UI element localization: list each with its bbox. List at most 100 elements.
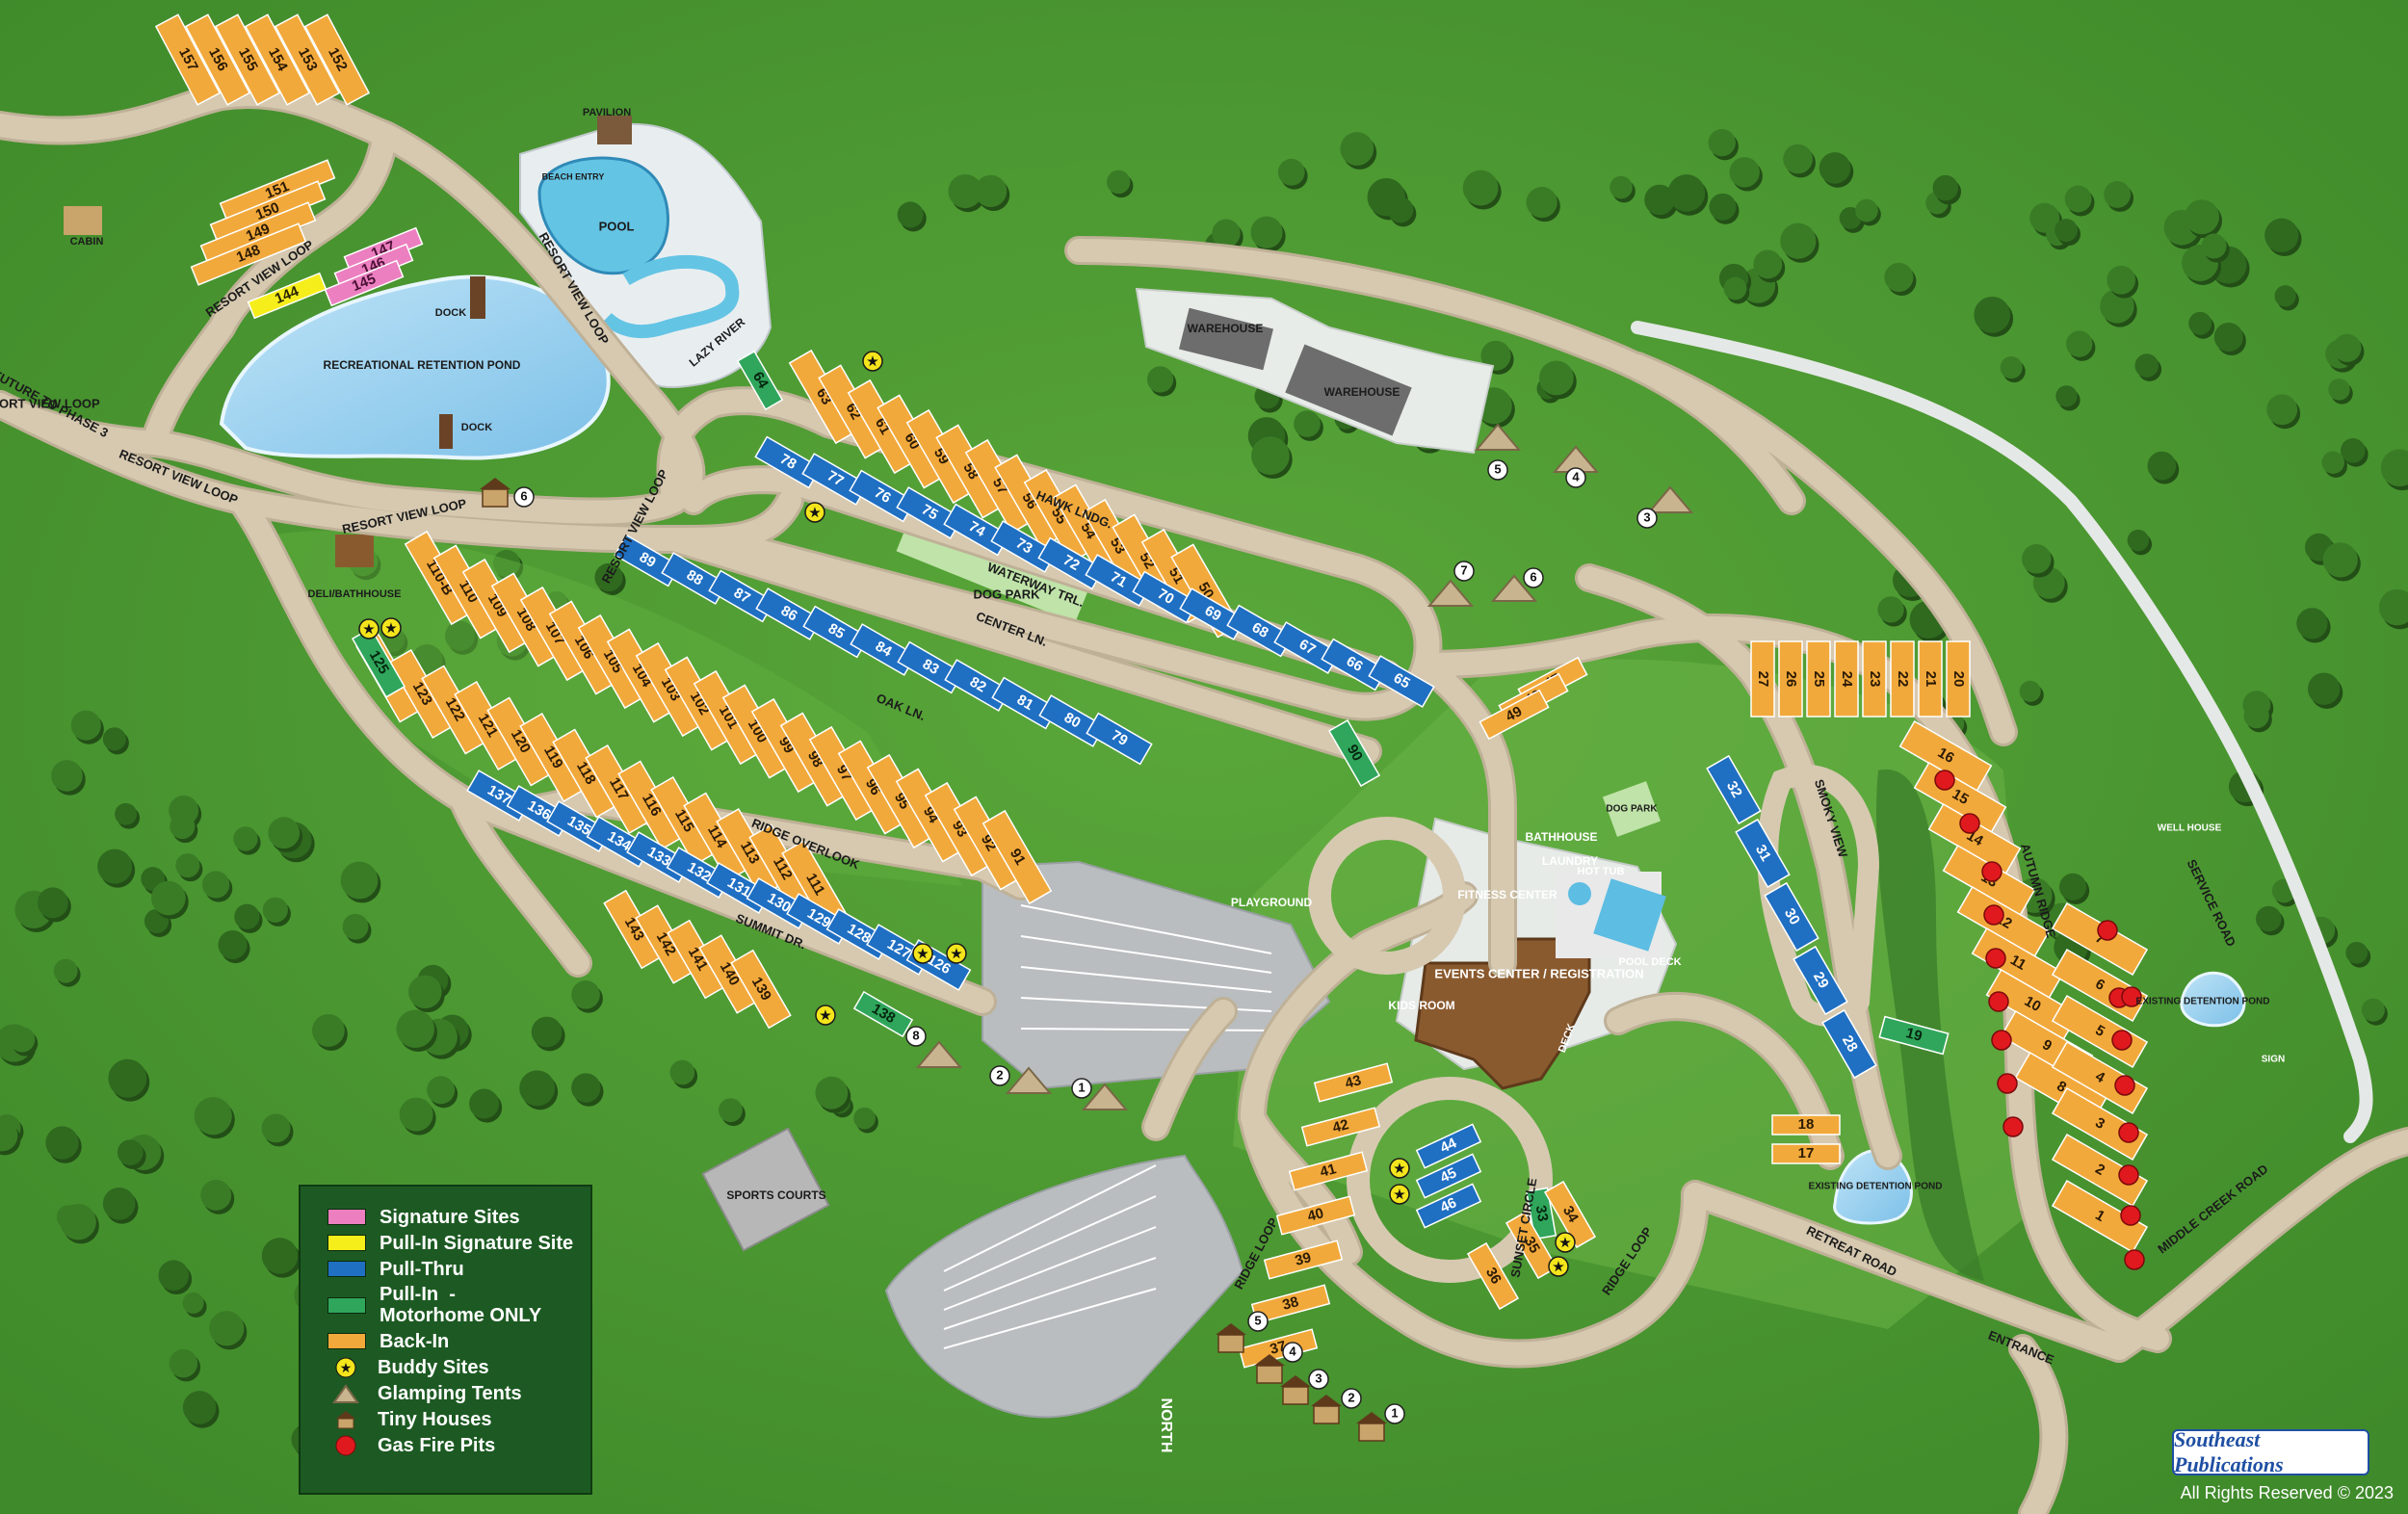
tiny-house-number-badge [1308,1369,1329,1390]
campsite-number: 43 [1344,1072,1364,1092]
campsite[interactable] [1750,640,1775,718]
tree-icon [2243,702,2269,729]
star-icon: ★ [1559,1235,1571,1249]
campsite[interactable] [184,13,251,106]
campsite[interactable] [1415,1183,1482,1229]
tree-icon [571,1073,601,1103]
campsite[interactable] [1778,640,1803,718]
campsite[interactable] [1764,881,1819,953]
campsite[interactable] [1466,1241,1520,1311]
tiny-house-number: 1 [1391,1405,1398,1420]
campsite[interactable] [2051,1179,2149,1254]
campsite[interactable] [736,350,784,411]
campsite[interactable] [303,13,371,106]
tree-icon [108,1058,147,1098]
campsite[interactable] [1806,640,1831,718]
campsite[interactable] [1505,1211,1558,1280]
star-icon: ★ [820,1007,831,1022]
campsite[interactable] [1878,1015,1950,1056]
campsite[interactable] [1313,1062,1394,1103]
campsite[interactable] [1735,818,1791,889]
tree-icon [2066,330,2093,357]
campsite[interactable] [1327,718,1381,788]
tent-number-badge [1487,459,1508,481]
campsite[interactable] [2051,1086,2149,1162]
lazy-river [602,254,740,339]
tree-icon [1708,128,1736,157]
road [1144,1000,1235,1138]
campsite[interactable] [1918,640,1943,718]
place-label: RECREATIONAL RETENTION POND [324,358,521,372]
campsite[interactable] [1890,640,1915,718]
campsite[interactable] [1300,1107,1381,1147]
campsite[interactable] [1771,1114,1841,1136]
place-label: POOL DECK [1618,956,1681,968]
fire-pit-icon [2111,1030,2133,1051]
campsite[interactable] [1275,1195,1356,1236]
campsite[interactable] [1368,655,1435,708]
tiny-house-number-badge [1384,1403,1405,1424]
campsite[interactable] [852,990,914,1038]
campsite-number: 75 [919,502,941,524]
campsite-number: 22 [1895,671,1911,688]
campsite[interactable] [1706,754,1762,825]
campsite[interactable] [1543,1180,1597,1249]
campsite[interactable] [1479,689,1550,741]
tree-icon [408,975,442,1009]
campsite-number: 68 [1249,619,1271,641]
campsite[interactable] [2051,1133,2149,1208]
campsite[interactable] [154,13,222,106]
campsite[interactable] [244,13,311,106]
campsite[interactable] [1525,1187,1557,1240]
campsite[interactable] [1288,1151,1369,1191]
campsite[interactable] [214,13,281,106]
place-label: POOL [599,219,635,233]
campsite[interactable] [1415,1123,1482,1169]
tree-icon [311,1013,345,1047]
tiny-house-icon [1358,1423,1385,1442]
campsite[interactable] [1238,1328,1319,1369]
campsite[interactable] [1086,712,1153,766]
legend-label: Buddy Sites [378,1356,489,1378]
tiny-house-icon [1217,1334,1244,1353]
glamping-tent-icon [915,1040,963,1068]
tiny-house-icon [327,1409,364,1430]
tree-icon [175,853,200,878]
campsite-number: 29 [1810,969,1832,991]
campsite[interactable] [190,222,307,286]
campsite[interactable] [247,272,327,320]
place-label: DOG PARK [1606,804,1658,815]
tree-icon [2345,941,2369,964]
campsite[interactable] [730,949,792,1030]
tiny-house-roof [1216,1323,1246,1335]
parking-lot [884,1154,1244,1419]
campsite[interactable] [1862,640,1887,718]
dock [470,276,485,319]
campsite[interactable] [1263,1240,1344,1280]
campsite-number: 65 [1391,670,1413,692]
campsite[interactable] [1834,640,1859,718]
road [451,788,994,1013]
campsite[interactable] [324,259,405,307]
campsite-number: 66 [1344,653,1366,675]
campsite[interactable] [1793,945,1848,1016]
fire-pit-icon [1981,861,2002,882]
parking-stripe [943,1257,1157,1330]
campsite[interactable] [982,809,1053,905]
campsite-number: 36 [1482,1265,1505,1287]
fire-pit-icon [2120,1205,2141,1226]
tree-icon [117,1139,144,1166]
tree-icon [209,1311,245,1346]
campsite[interactable] [274,13,341,106]
tree-icon [594,562,623,592]
campsite[interactable] [1771,1143,1841,1164]
campsite-number: 46 [1438,1194,1459,1215]
campsite[interactable] [1415,1153,1482,1199]
road-name: RESORT VIEW LOOP [0,396,100,410]
campsite-number: 39 [1294,1249,1314,1269]
tree-icon [115,802,138,825]
campsite[interactable] [1821,1008,1877,1080]
tree-icon [2274,285,2296,307]
campsite[interactable] [1946,640,1971,718]
